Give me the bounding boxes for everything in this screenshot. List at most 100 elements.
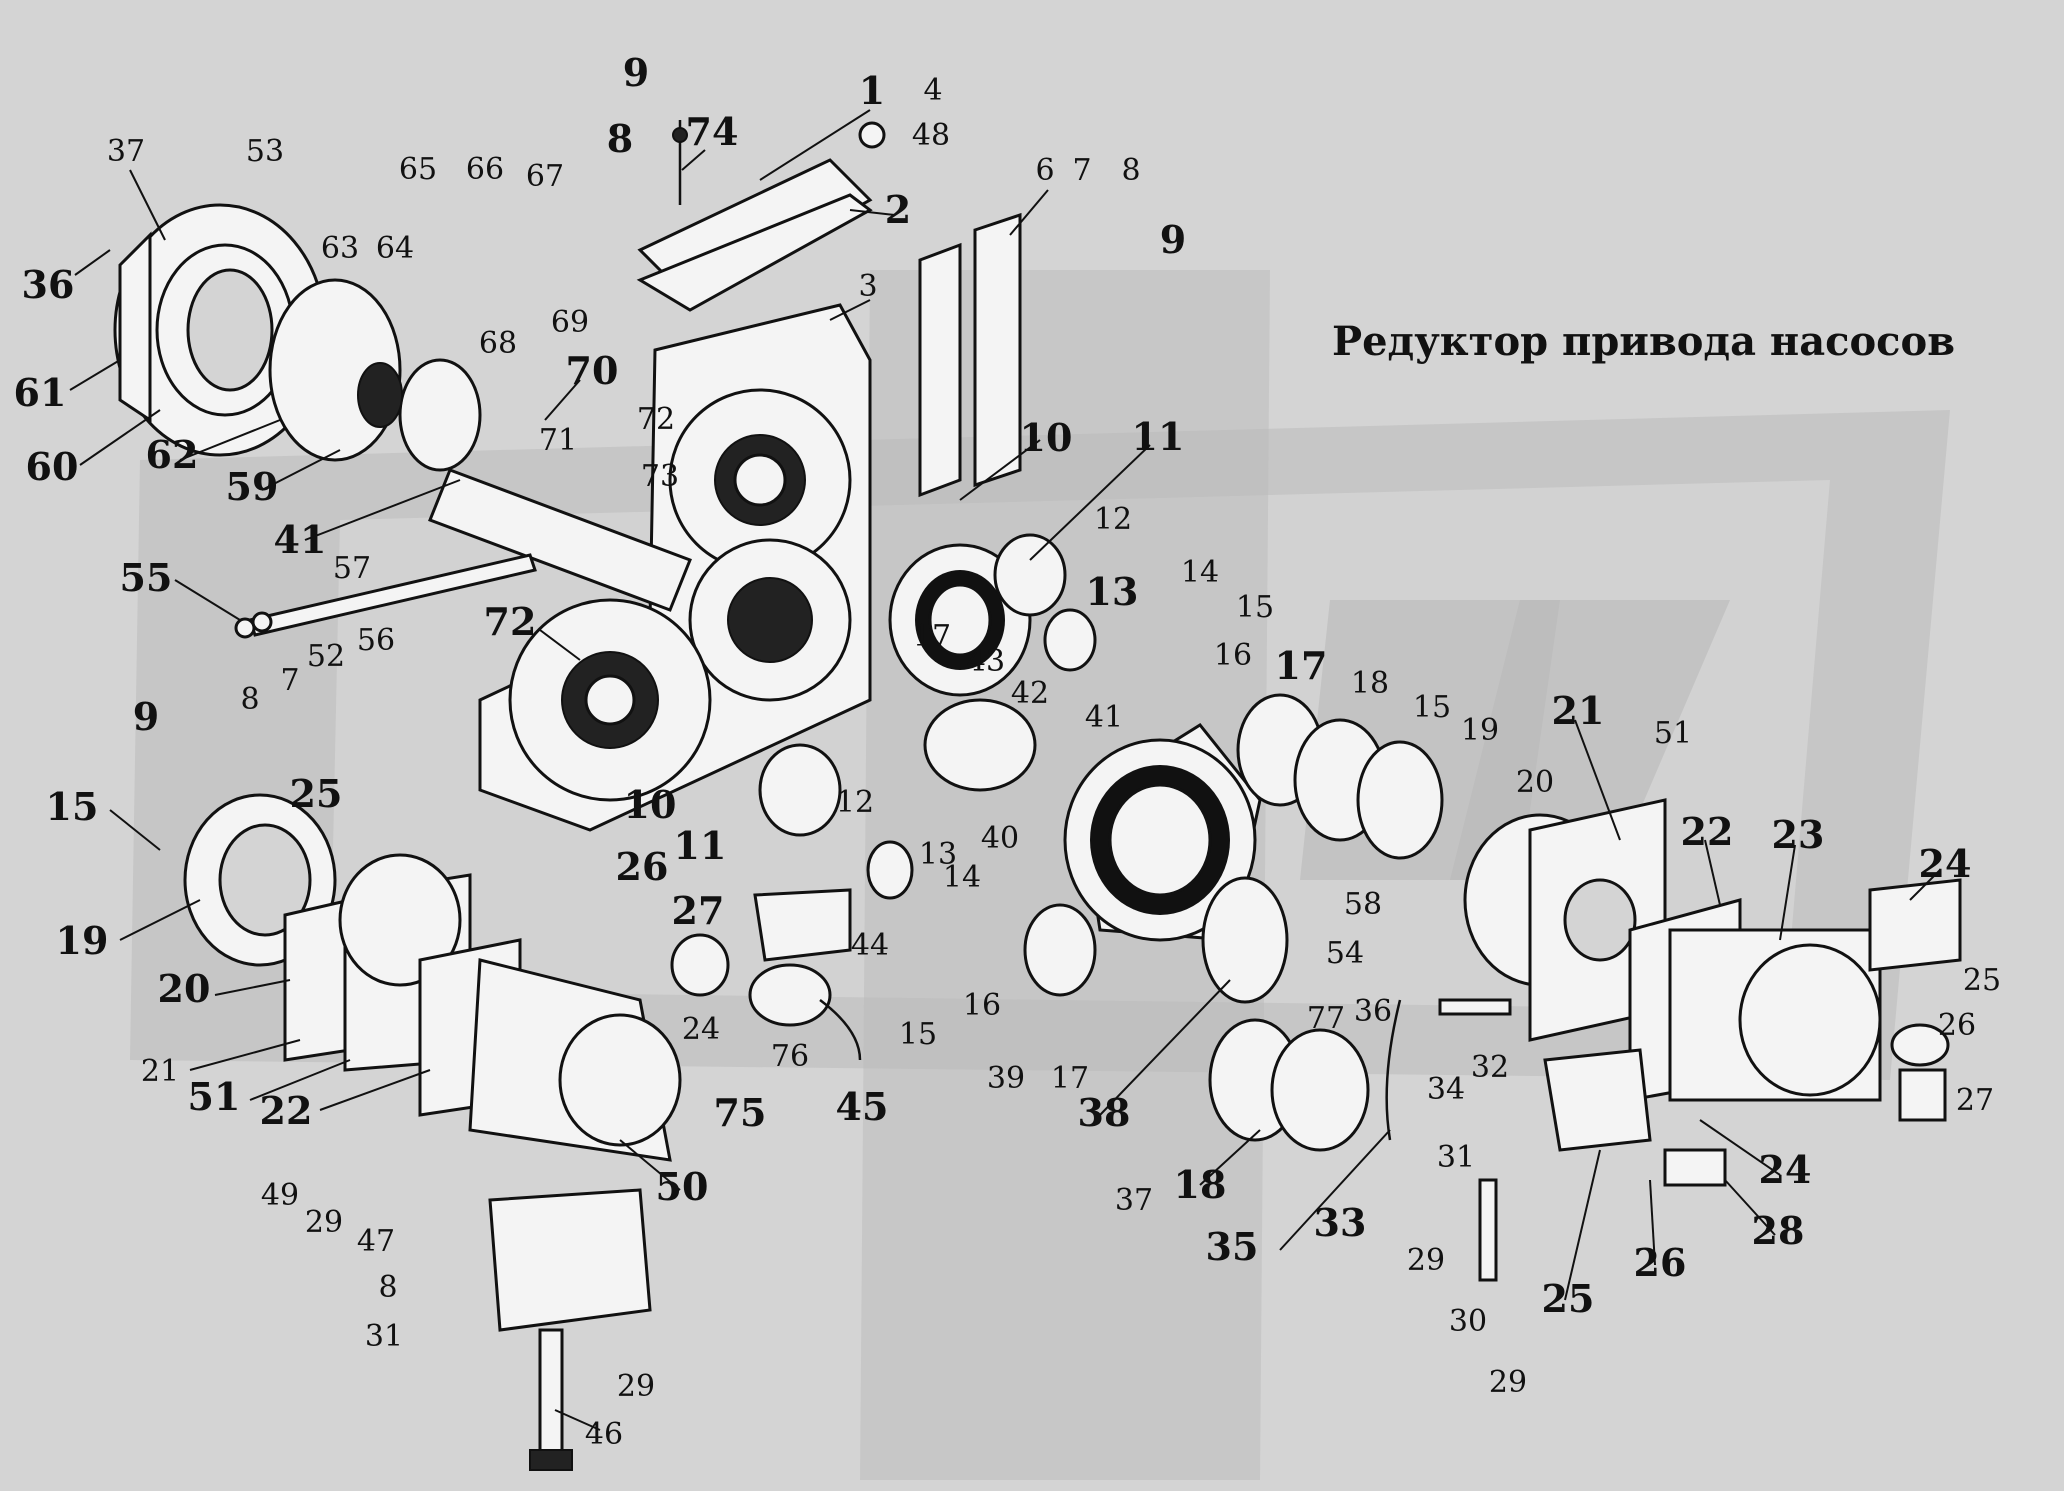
part-label-19: 19	[56, 918, 109, 963]
part-label-50: 50	[656, 1164, 709, 1209]
part-label-16: 16	[1214, 638, 1252, 673]
part-label-13: 13	[919, 837, 957, 872]
part-label-17: 17	[913, 619, 951, 654]
part-label-34: 34	[1427, 1072, 1465, 1107]
part-label-44: 44	[851, 928, 889, 963]
part-label-51: 51	[1654, 716, 1692, 751]
part-label-6: 6	[1035, 153, 1054, 188]
part-label-19: 19	[1461, 713, 1499, 748]
part-label-15: 15	[1413, 690, 1451, 725]
part-label-16: 16	[963, 988, 1001, 1023]
gaskets	[918, 212, 1022, 498]
part-label-57: 57	[333, 551, 371, 586]
part-label-15: 15	[46, 784, 99, 829]
part-label-33: 33	[1314, 1200, 1367, 1245]
shafts	[234, 468, 692, 639]
part-label-9: 9	[133, 694, 159, 739]
part-label-11: 11	[1132, 414, 1185, 459]
part-label-13: 13	[1086, 569, 1139, 614]
part-label-17: 17	[1051, 1061, 1089, 1096]
part-label-8: 8	[378, 1270, 397, 1305]
part-label-4: 4	[923, 73, 942, 108]
middle-parts	[670, 533, 1097, 1061]
part-label-29: 29	[1407, 1243, 1445, 1278]
part-label-53: 53	[246, 134, 284, 169]
part-label-60: 60	[26, 444, 79, 489]
central-housing	[1023, 693, 1444, 1152]
part-label-24: 24	[1759, 1147, 1812, 1192]
part-label-7: 7	[280, 663, 299, 698]
part-label-14: 14	[943, 860, 981, 895]
part-label-9: 9	[623, 50, 649, 95]
part-label-18: 18	[1174, 1162, 1227, 1207]
left-flange	[113, 203, 482, 472]
part-label-52: 52	[307, 639, 345, 674]
part-label-22: 22	[260, 1088, 313, 1133]
part-label-76: 76	[771, 1039, 809, 1074]
part-label-37: 37	[107, 134, 145, 169]
part-label-40: 40	[981, 821, 1019, 856]
part-label-46: 46	[585, 1417, 623, 1452]
part-label-23: 23	[1772, 812, 1825, 857]
part-label-37: 37	[1115, 1183, 1153, 1218]
part-label-28: 28	[1752, 1208, 1805, 1253]
part-label-14: 14	[1181, 555, 1219, 590]
part-label-1: 1	[859, 68, 885, 113]
part-label-25: 25	[1963, 963, 2001, 998]
part-label-17: 17	[1275, 643, 1328, 688]
part-label-73: 73	[641, 459, 679, 494]
part-label-10: 10	[1020, 415, 1073, 460]
part-label-67: 67	[526, 159, 564, 194]
part-label-9: 9	[1160, 217, 1186, 262]
part-label-20: 20	[1516, 765, 1554, 800]
part-label-18: 18	[1351, 666, 1389, 701]
part-label-36: 36	[22, 262, 75, 307]
part-label-56: 56	[357, 623, 395, 658]
part-label-10: 10	[624, 782, 677, 827]
part-label-26: 26	[616, 844, 669, 889]
part-label-72: 72	[484, 599, 537, 644]
part-label-61: 61	[14, 370, 67, 415]
part-label-29: 29	[1489, 1365, 1527, 1400]
part-label-54: 54	[1326, 936, 1364, 971]
part-label-41: 41	[274, 517, 327, 562]
part-label-45: 45	[836, 1084, 889, 1129]
part-label-25: 25	[290, 771, 343, 816]
part-label-25: 25	[1542, 1276, 1595, 1321]
part-label-32: 32	[1471, 1050, 1509, 1085]
part-label-77: 77	[1307, 1001, 1345, 1036]
part-label-64: 64	[376, 231, 414, 266]
part-label-63: 63	[321, 231, 359, 266]
part-label-29: 29	[305, 1205, 343, 1240]
part-label-43: 43	[967, 644, 1005, 679]
part-label-39: 39	[987, 1061, 1025, 1096]
part-label-12: 12	[836, 785, 874, 820]
part-label-38: 38	[1078, 1090, 1131, 1135]
part-label-62: 62	[146, 432, 199, 477]
part-label-8: 8	[1121, 153, 1140, 188]
part-label-8: 8	[607, 116, 633, 161]
part-label-24: 24	[682, 1012, 720, 1047]
leader-lines	[69, 109, 1941, 1431]
part-label-21: 21	[1552, 688, 1605, 733]
part-label-72: 72	[637, 402, 675, 437]
part-label-2: 2	[885, 187, 911, 232]
part-label-30: 30	[1449, 1304, 1487, 1339]
part-label-49: 49	[261, 1178, 299, 1213]
part-label-15: 15	[1236, 590, 1274, 625]
part-label-26: 26	[1634, 1240, 1687, 1285]
part-label-20: 20	[158, 966, 211, 1011]
part-label-51: 51	[188, 1074, 241, 1119]
right-pump-assembly	[1385, 798, 1962, 1282]
part-label-31: 31	[365, 1319, 403, 1354]
part-label-74: 74	[686, 109, 739, 154]
part-label-27: 27	[672, 888, 725, 933]
part-label-15: 15	[899, 1017, 937, 1052]
left-pump-assembly	[183, 793, 682, 1471]
part-label-65: 65	[399, 152, 437, 187]
top-cover	[636, 120, 886, 312]
part-label-21: 21	[141, 1054, 179, 1089]
part-label-47: 47	[357, 1224, 395, 1259]
